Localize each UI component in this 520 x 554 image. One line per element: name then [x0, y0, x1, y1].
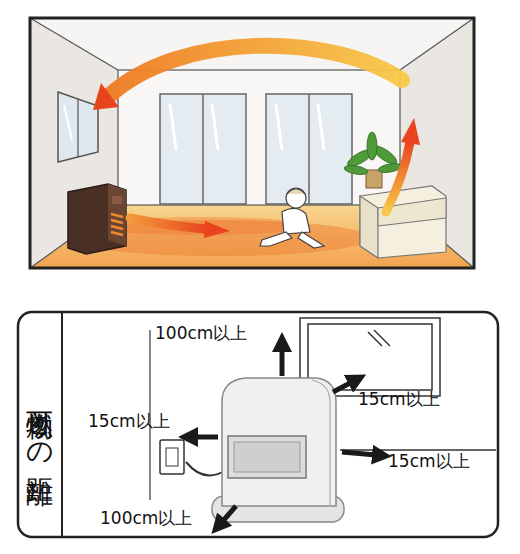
- room-edges: [30, 18, 474, 268]
- clearance-dimension: 15cm以上: [388, 450, 470, 473]
- back-window: [266, 94, 352, 204]
- clearance-dimension: 100cm以上: [155, 322, 247, 345]
- outlet: [160, 440, 184, 474]
- heater: [68, 184, 126, 254]
- warm-air-arrow: [386, 118, 420, 212]
- clearance-dimension: 15cm以上: [88, 410, 170, 433]
- clearance-panel: [18, 312, 498, 537]
- heater: [212, 378, 344, 522]
- clearance-dimension: 100cm以上: [100, 507, 192, 530]
- panel-border: [18, 312, 498, 537]
- room-border: [30, 18, 474, 268]
- power-cord: [186, 462, 226, 475]
- panel-divider: [61, 312, 63, 537]
- warm-air-arrow: [93, 46, 402, 110]
- section-title: 可燃物との距離: [27, 390, 54, 459]
- back-window: [160, 94, 246, 204]
- room-frame: [30, 18, 474, 268]
- vertical-title-band: 可燃物との距離: [18, 312, 62, 537]
- warm-air-arrow: [130, 218, 230, 238]
- clearance-arrow: [194, 348, 376, 522]
- back-wall: [118, 70, 400, 205]
- plant: [343, 132, 402, 188]
- side-window: [58, 92, 98, 162]
- child: [260, 188, 324, 248]
- sofa: [360, 186, 446, 258]
- floor-line: [340, 449, 496, 451]
- clearance-dimension: 15cm以上: [358, 388, 440, 411]
- room-scene: [30, 18, 474, 268]
